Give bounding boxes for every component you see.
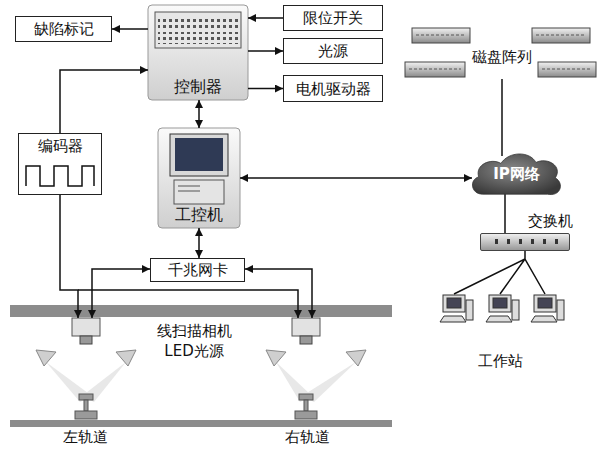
led-light: [346, 350, 366, 366]
monitor: [170, 134, 228, 176]
box-node: 限位开关: [283, 5, 383, 31]
connector: [240, 177, 472, 179]
plain-node: 磁盘阵列: [465, 45, 539, 69]
ground-beam: [10, 420, 392, 427]
led-light: [36, 350, 56, 366]
node-label: 缺陷标记: [34, 20, 94, 38]
line-scan-camera: [72, 318, 100, 344]
node-label: 千兆网卡: [168, 261, 228, 279]
connector: [501, 79, 503, 156]
box-node: 电机驱动器: [283, 75, 383, 102]
camera-data-wire: [92, 269, 150, 318]
switch-node: 交换机: [480, 233, 570, 251]
drive-slot: [178, 191, 200, 192]
carriage-beam: [10, 305, 392, 317]
rail-profile: [75, 394, 97, 419]
encoder-wire: [60, 195, 78, 318]
plain-node: 工作站: [425, 283, 575, 370]
disk-unit: [412, 28, 470, 43]
connector: [198, 100, 200, 128]
text-label: 右轨道: [277, 428, 337, 448]
rail-profile: [295, 394, 317, 419]
led-light: [266, 350, 286, 366]
connector: [112, 28, 148, 30]
cloud-node: IP网络: [468, 150, 565, 198]
square-wave: [26, 166, 94, 186]
line-scan-camera: [292, 318, 320, 344]
connector: [198, 228, 200, 258]
disk-unit: [538, 62, 596, 77]
workstation-icon: [531, 295, 564, 322]
dev-node: 控制器: [148, 5, 248, 100]
connector: [60, 70, 148, 133]
box-node: 缺陷标记: [15, 16, 112, 42]
connector: [248, 17, 283, 19]
rack-leds: [158, 16, 238, 28]
monitor-screen: [175, 138, 223, 171]
connector: [504, 193, 506, 233]
text-label: 线扫描相机 LED光源: [148, 322, 240, 361]
box-node: 千兆网卡: [150, 258, 245, 282]
node-label: 工控机: [175, 205, 223, 224]
node-label: 工作站: [478, 352, 523, 370]
controller-rack: [155, 12, 241, 48]
dev-node: 工控机: [158, 128, 240, 228]
encoder-wire: [78, 290, 298, 318]
node-label: IP网络: [493, 165, 540, 183]
node-label: 磁盘阵列: [472, 48, 532, 66]
camera-data-wire: [245, 269, 312, 318]
box-node: 光源: [283, 38, 383, 64]
node-label: 交换机: [528, 212, 573, 230]
pc-panel: [158, 128, 240, 228]
disk-unit: [405, 62, 465, 77]
cloud-outline: [472, 154, 560, 195]
node-label: 限位开关: [303, 9, 363, 27]
enc-node: 编码器: [18, 133, 102, 195]
controller-panel: [148, 5, 248, 100]
light-beam: [46, 362, 92, 402]
node-label: 光源: [318, 42, 348, 60]
connector: [248, 50, 283, 52]
disk-unit: [532, 28, 590, 43]
connector: [454, 251, 545, 294]
node-label: 编码器: [38, 137, 83, 155]
workstation-icon: [440, 295, 473, 322]
node-label: 电机驱动器: [296, 80, 371, 98]
pc-case: [174, 180, 224, 204]
light-beam: [276, 362, 312, 402]
node-label: 控制器: [174, 77, 222, 96]
connector: [248, 88, 283, 90]
drive-slot: [178, 186, 200, 187]
text-label: 左轨道: [55, 428, 115, 448]
workstation-icon: [486, 295, 519, 322]
led-light: [116, 350, 136, 366]
rack-leds: [158, 32, 238, 44]
